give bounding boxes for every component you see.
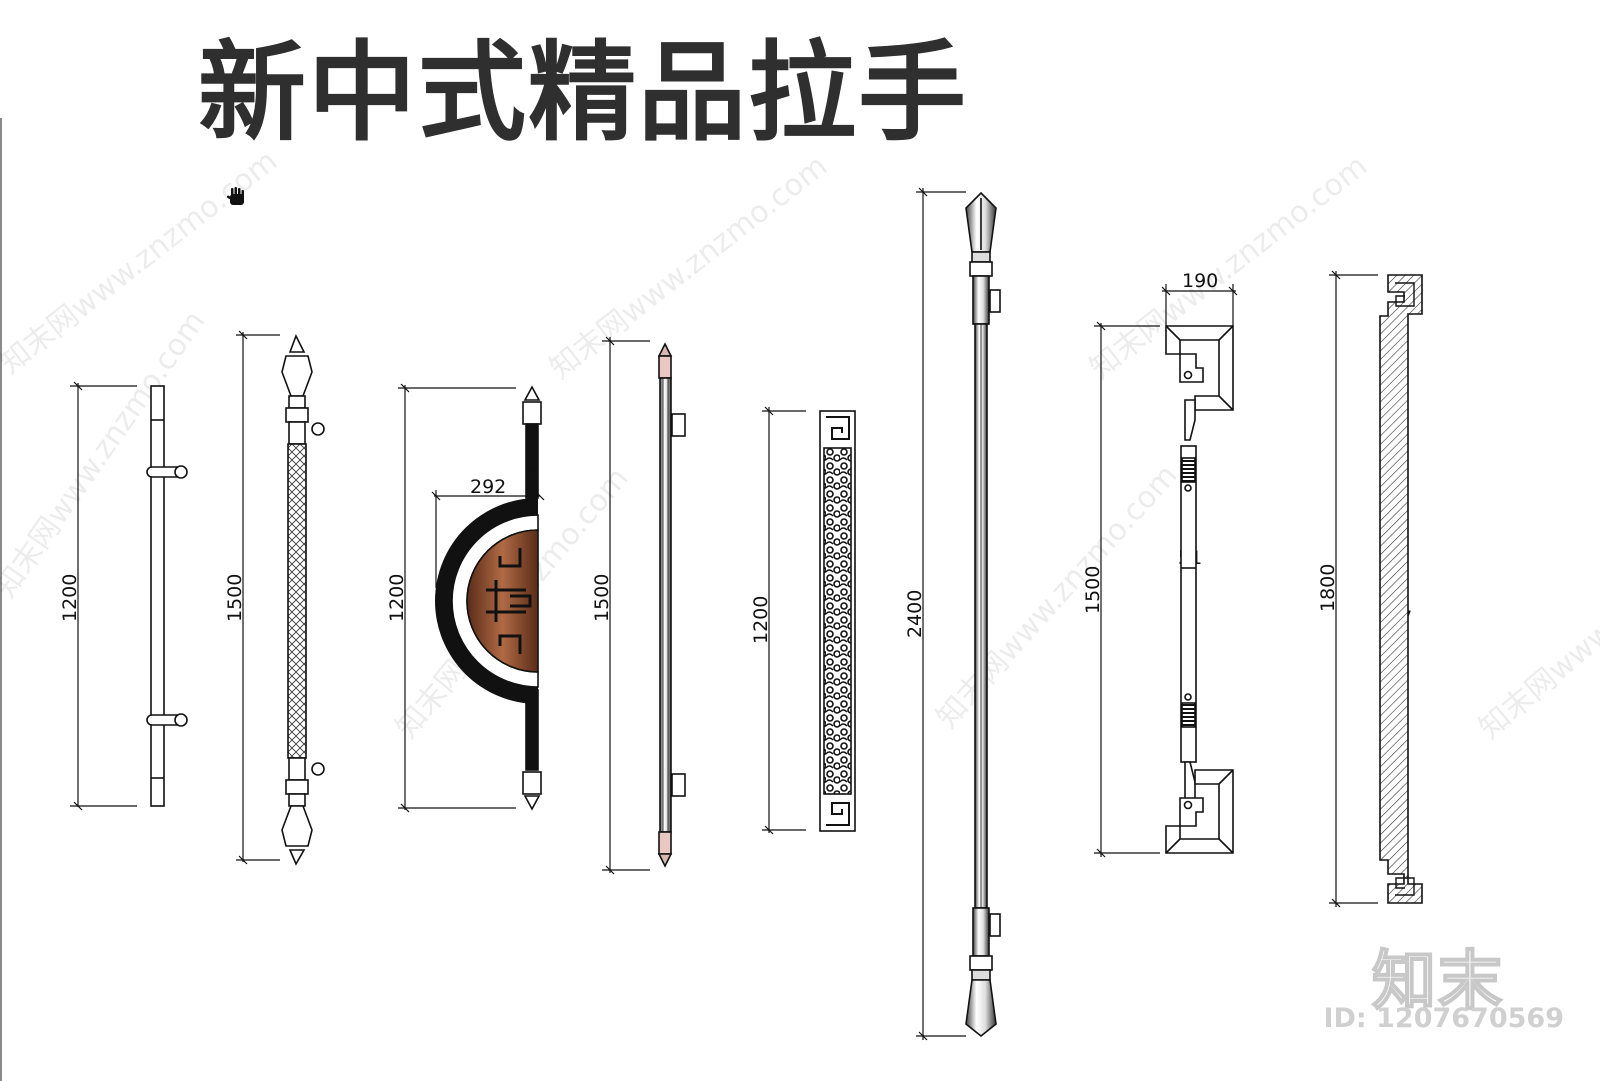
dim-width-label: 292 (470, 476, 506, 498)
dim-height-label: 1200 (750, 596, 772, 644)
dim-height-label: 2400 (904, 590, 926, 638)
handle-7: 1500 190 51 (1082, 270, 1238, 858)
left-border-line (0, 118, 2, 1081)
image-id-label: ID: 1207670569 (1323, 1003, 1564, 1034)
dim-height-label: 1800 (1317, 564, 1339, 612)
handle-1: 1200 (59, 381, 188, 811)
handle-5: 1200 (750, 406, 856, 835)
dim-height-label: 1500 (591, 574, 613, 622)
handle-4: 1500 (591, 336, 686, 875)
handle-8: 1800 67 (1317, 270, 1423, 908)
handle-2: 1500 (224, 330, 325, 866)
dim-height-label: 1500 (224, 574, 246, 622)
dim-width-label: 190 (1182, 270, 1218, 292)
watermark-text: 知末网www.znzmo.com (0, 143, 284, 381)
dim-height-label: 1500 (1082, 566, 1104, 614)
watermark-group: 知末网www.znzmo.com 知末网www.znzmo.com 知末网www… (0, 143, 1600, 746)
page-title: 新中式精品拉手 (198, 31, 969, 156)
handle-6: 2400 (904, 187, 1001, 1041)
handle-3: 1200 292 (386, 383, 545, 813)
brand-watermark: 知末 (1371, 944, 1504, 1020)
dim-height-label: 1200 (59, 574, 81, 622)
dim-height-label: 1200 (386, 574, 408, 622)
hand-cursor-icon (226, 187, 244, 205)
watermark-text: 知末网www.znzmo.com (543, 148, 834, 386)
watermark-text: 知末网www.znzmo.com (1473, 500, 1600, 746)
watermark-text: 知末网www.znzmo.com (930, 458, 1185, 735)
